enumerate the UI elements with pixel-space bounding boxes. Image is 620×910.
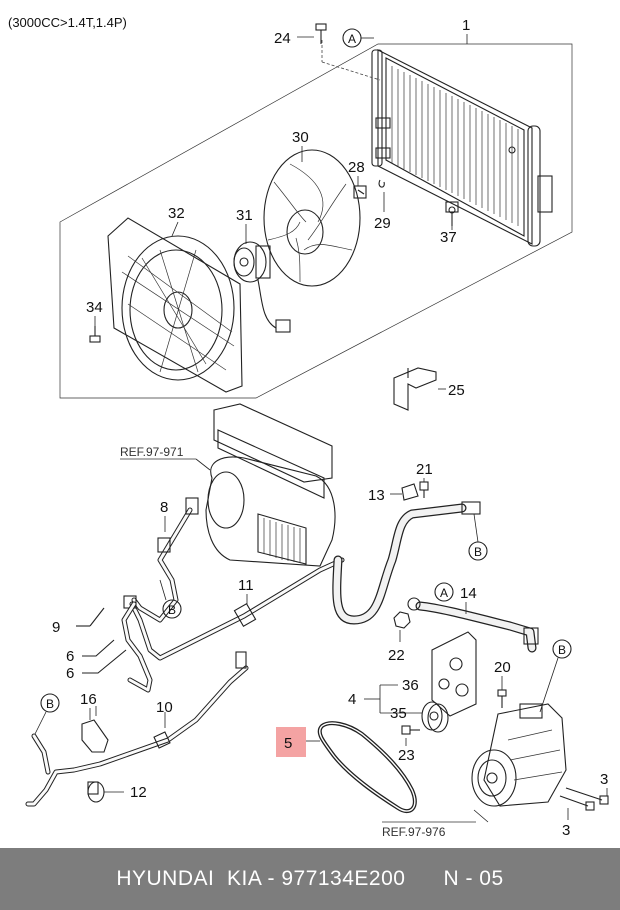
footer-gap: [405, 867, 443, 891]
marker-a-top: A: [342, 28, 362, 48]
callout-30: 30: [292, 129, 309, 146]
callout-12: 12: [130, 784, 147, 801]
svg-text:B: B: [46, 697, 54, 711]
bolt-9[interactable]: [76, 607, 105, 627]
marker-a-hose: A: [434, 582, 454, 602]
svg-text:B: B: [474, 545, 482, 559]
callout-35: 35: [390, 705, 407, 722]
bolt-20[interactable]: [497, 689, 507, 708]
part-number-footer: HYUNDAI KIA - 977134E200 N - 05: [0, 848, 620, 910]
clip-29[interactable]: [378, 179, 385, 188]
bolt-6-lower[interactable]: [82, 649, 127, 674]
callout-28: 28: [348, 159, 365, 176]
fan-motor[interactable]: [233, 241, 291, 333]
callout-6-upper: 6: [66, 648, 74, 665]
callout-9: 9: [52, 619, 60, 636]
bolt-37[interactable]: [445, 201, 459, 226]
callout-34: 34: [86, 299, 103, 316]
marker-b-left: B: [40, 693, 60, 713]
clamp-13[interactable]: [401, 483, 419, 501]
bolt-3-lower[interactable]: [559, 795, 595, 811]
svg-text:A: A: [348, 32, 356, 46]
callout-24: 24: [274, 30, 291, 47]
compressor-mount-bracket[interactable]: [431, 631, 477, 717]
callout-11: 11: [238, 577, 254, 594]
svg-text:B: B: [168, 603, 176, 617]
bracket-16[interactable]: [81, 719, 109, 753]
callout-29: 29: [374, 215, 391, 232]
bracket-25[interactable]: [393, 367, 437, 411]
callout-4: 4: [348, 691, 356, 708]
marker-b-upper: B: [468, 541, 488, 561]
brand-part-number: HYUNDAI KIA - 977134E200: [116, 867, 406, 890]
condenser[interactable]: [371, 49, 553, 247]
callout-20: 20: [494, 659, 511, 676]
ac-compressor[interactable]: [471, 703, 567, 807]
bolt-21[interactable]: [419, 481, 429, 498]
bolt-23[interactable]: [401, 725, 420, 735]
ref-compressor: REF.97-976: [382, 825, 446, 839]
callout-1: 1: [462, 17, 470, 34]
parts-diagram: (3000CC>1.4T,1.4P): [8, 15, 609, 839]
evaporator-unit[interactable]: [205, 403, 336, 567]
engine-variant-note: (3000CC>1.4T,1.4P): [8, 15, 127, 30]
callout-23: 23: [398, 747, 415, 764]
exploded-view-drawing: (3000CC>1.4T,1.4P): [8, 15, 609, 839]
cooling-fan[interactable]: [263, 149, 361, 287]
callout-16: 16: [80, 691, 97, 708]
callout-14: 14: [460, 585, 477, 602]
ref-heater-unit: REF.97-971: [120, 445, 184, 459]
callout-25: 25: [448, 382, 465, 399]
callout-21: 21: [416, 461, 433, 478]
condenser-module-frame: [59, 43, 573, 399]
diagram-page-code: N - 05: [443, 867, 504, 890]
callout-36: 36: [402, 677, 419, 694]
idler-pulley-35[interactable]: [421, 701, 449, 733]
callout-8: 8: [160, 499, 168, 516]
discharge-hose-14[interactable]: [407, 597, 539, 653]
svg-text:A: A: [440, 586, 448, 600]
liquid-tube-11[interactable]: [129, 557, 345, 661]
marker-b-right: B: [552, 639, 572, 659]
bracket-28[interactable]: [353, 185, 367, 199]
callout-3-upper: 3: [600, 771, 608, 788]
callout-10: 10: [156, 699, 173, 716]
callout-31: 31: [236, 207, 253, 224]
callout-22: 22: [388, 647, 405, 664]
bolt-3-upper[interactable]: [565, 787, 609, 805]
drive-belt-5[interactable]: [317, 721, 417, 814]
liquid-tube-10[interactable]: [25, 651, 249, 807]
callout-13: 13: [368, 487, 385, 504]
bolt-24[interactable]: [315, 23, 327, 44]
nut-22[interactable]: [393, 611, 411, 629]
marker-b-middle: B: [162, 599, 182, 619]
screw-34[interactable]: [89, 326, 101, 343]
callout-5: 5: [284, 735, 292, 752]
fan-shroud[interactable]: [107, 217, 243, 393]
callout-37: 37: [440, 229, 457, 246]
callout-3-lower: 3: [562, 822, 570, 839]
svg-text:B: B: [558, 643, 566, 657]
callout-6-lower: 6: [66, 665, 74, 682]
hose-clip-near-6[interactable]: [121, 595, 153, 693]
callout-5-highlight[interactable]: 5: [276, 727, 306, 757]
tube-connector-8[interactable]: [131, 497, 199, 623]
bolt-6-upper[interactable]: [82, 639, 115, 657]
suction-hose-13[interactable]: [332, 501, 481, 625]
callout-32: 32: [168, 205, 185, 222]
clamp-12[interactable]: [87, 781, 105, 803]
